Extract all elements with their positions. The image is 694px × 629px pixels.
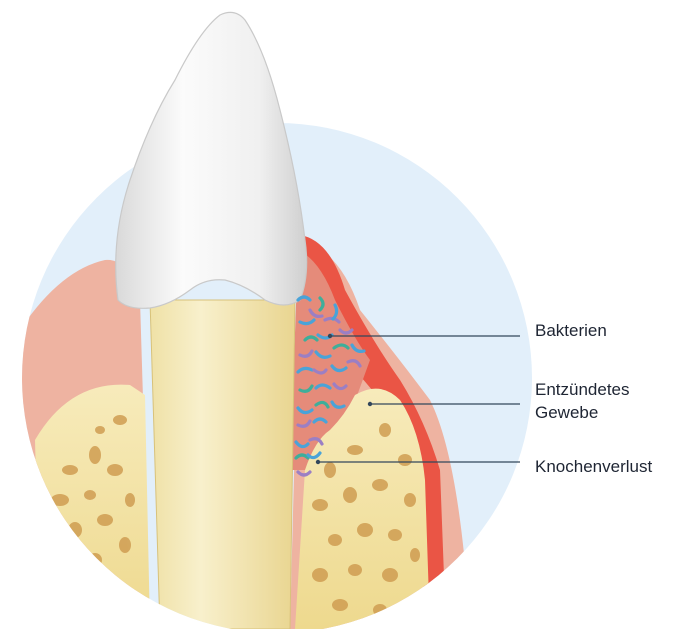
tooth-crown [116,12,307,308]
tooth-root [150,300,295,629]
label-inflamed-line1: Entzündetes [535,379,630,400]
label-inflamed-line2: Gewebe [535,402,598,423]
label-bacteria: Bakterien [535,320,607,341]
label-bone-loss: Knochenverlust [535,456,652,477]
left-bone [35,385,150,629]
